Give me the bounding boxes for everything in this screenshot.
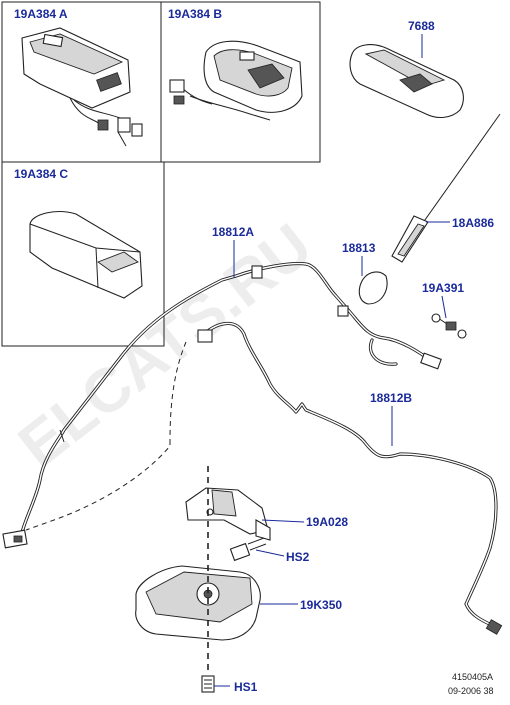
inset-box-b: [160, 1, 321, 163]
label-7688: 7688: [408, 19, 435, 33]
part-19a384c-drawing: [29, 211, 143, 299]
label-18a886: 18A886: [452, 216, 494, 230]
part-19a028-drawing: [185, 487, 271, 541]
harness-18812b-drawing: [25, 321, 503, 635]
part-hs2-drawing: [229, 537, 267, 562]
label-19a384c: 19A384 C: [14, 167, 68, 181]
part-19a391-drawing: [431, 313, 467, 339]
part-labels: 19A384 A 19A384 B 19A384 C 7688 18A886 1…: [14, 7, 494, 694]
label-19a028: 19A028: [306, 515, 348, 529]
part-hs1-drawing: [201, 466, 215, 693]
label-19a391: 19A391: [422, 281, 464, 295]
label-hs2: HS2: [286, 550, 310, 564]
part-19k350-drawing: [135, 565, 261, 641]
label-19a384b: 19A384 B: [168, 7, 222, 21]
part-18813-drawing: [358, 271, 388, 305]
part-7688-drawing: [349, 44, 464, 119]
inset-boxes: [1, 1, 321, 347]
part-19a384b-drawing: [169, 40, 303, 121]
label-hs1: HS1: [234, 680, 258, 694]
harness-18812a-drawing: [2, 262, 442, 549]
footer-date: 09-2006 38: [448, 686, 494, 696]
part-19a384a-drawing: [21, 27, 143, 147]
label-19k350: 19K350: [300, 598, 342, 612]
label-18813: 18813: [342, 241, 376, 255]
leader-lines: [214, 34, 450, 687]
footer-code: 4150405A: [452, 672, 493, 682]
label-19a384a: 19A384 A: [14, 7, 68, 21]
label-18812b: 18812B: [370, 391, 412, 405]
footer: 4150405A 09-2006 38: [448, 672, 494, 696]
inset-box-c: [1, 161, 165, 347]
label-18812a: 18812A: [212, 225, 254, 239]
part-18a886-drawing: [391, 113, 501, 263]
